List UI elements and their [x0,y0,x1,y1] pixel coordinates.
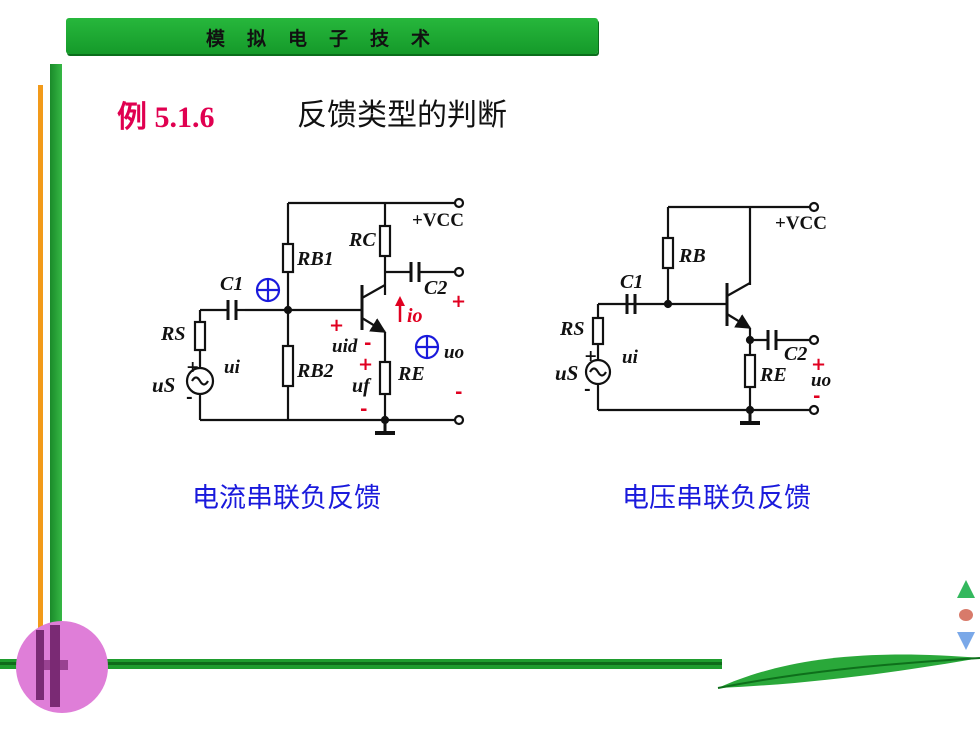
left-bar-green [50,64,62,654]
circuit-left-labels: +VCC RC RB1 RB2 RE RS C1 C2 uS ui uid uf… [152,210,466,420]
right-ui-label: ui [622,347,639,368]
left-minus-uf: - [360,399,367,420]
right-minus-source: - [584,379,591,398]
right-plus-source: + [584,346,597,365]
left-plus-source: + [186,357,199,376]
left-vcc-label: +VCC [412,210,464,231]
left-rb1-label: RB1 [296,248,334,270]
right-us-label: uS [555,361,578,385]
left-rb2-label: RB2 [296,360,334,382]
left-minus-uo: - [455,382,462,403]
right-c1-label: C1 [620,271,643,293]
bottom-decoration [0,621,980,713]
caption-left: 电流串联负反馈 [192,483,381,514]
caption-right: 电压串联负反馈 [622,483,811,514]
phase-plus-icon [414,334,440,360]
right-minus-uo: - [813,386,820,407]
triangle-up-icon[interactable] [957,580,975,598]
left-plus-uf: + [358,354,373,375]
left-plus-base: + [329,315,344,336]
left-uf-label: uf [352,375,372,397]
right-c2-label: C2 [784,343,807,365]
left-c2-label: C2 [424,277,447,299]
circuit-left-diagram [185,197,465,435]
circuit-right-diagram [584,201,820,425]
circuit-right-labels: +VCC RB RE RS C1 C2 uS ui uo + - + - [555,213,831,407]
left-c1-label: C1 [220,273,243,295]
right-uo-label: uo [811,370,831,391]
header-banner: 模拟电子技术 [66,18,598,54]
right-plus-uo: + [811,354,826,375]
right-vcc-label: +VCC [775,213,827,234]
phase-plus-icon [255,277,281,303]
left-minus-uid: - [364,333,371,354]
left-minus-source: - [186,387,193,406]
right-rb-label: RB [678,245,706,267]
example-number: 例 5.1.6 [117,101,215,134]
triangle-down-icon[interactable] [957,632,975,650]
left-bar-orange [38,85,43,650]
left-io-label: io [407,305,423,327]
left-rc-label: RC [348,229,376,251]
left-rs-label: RS [160,323,185,345]
left-ui-label: ui [224,357,241,378]
left-plus-c2: + [451,291,466,312]
header-banner-text: 模拟电子技术 [206,28,453,50]
left-uid-label: uid [332,336,358,357]
dot-icon[interactable] [959,609,973,621]
left-re-label: RE [397,363,425,385]
right-rs-label: RS [559,318,584,340]
right-re-label: RE [759,364,787,386]
left-us-label: uS [152,373,175,397]
left-uo-label: uo [444,342,464,363]
slide-title: 反馈类型的判断 [297,98,507,133]
